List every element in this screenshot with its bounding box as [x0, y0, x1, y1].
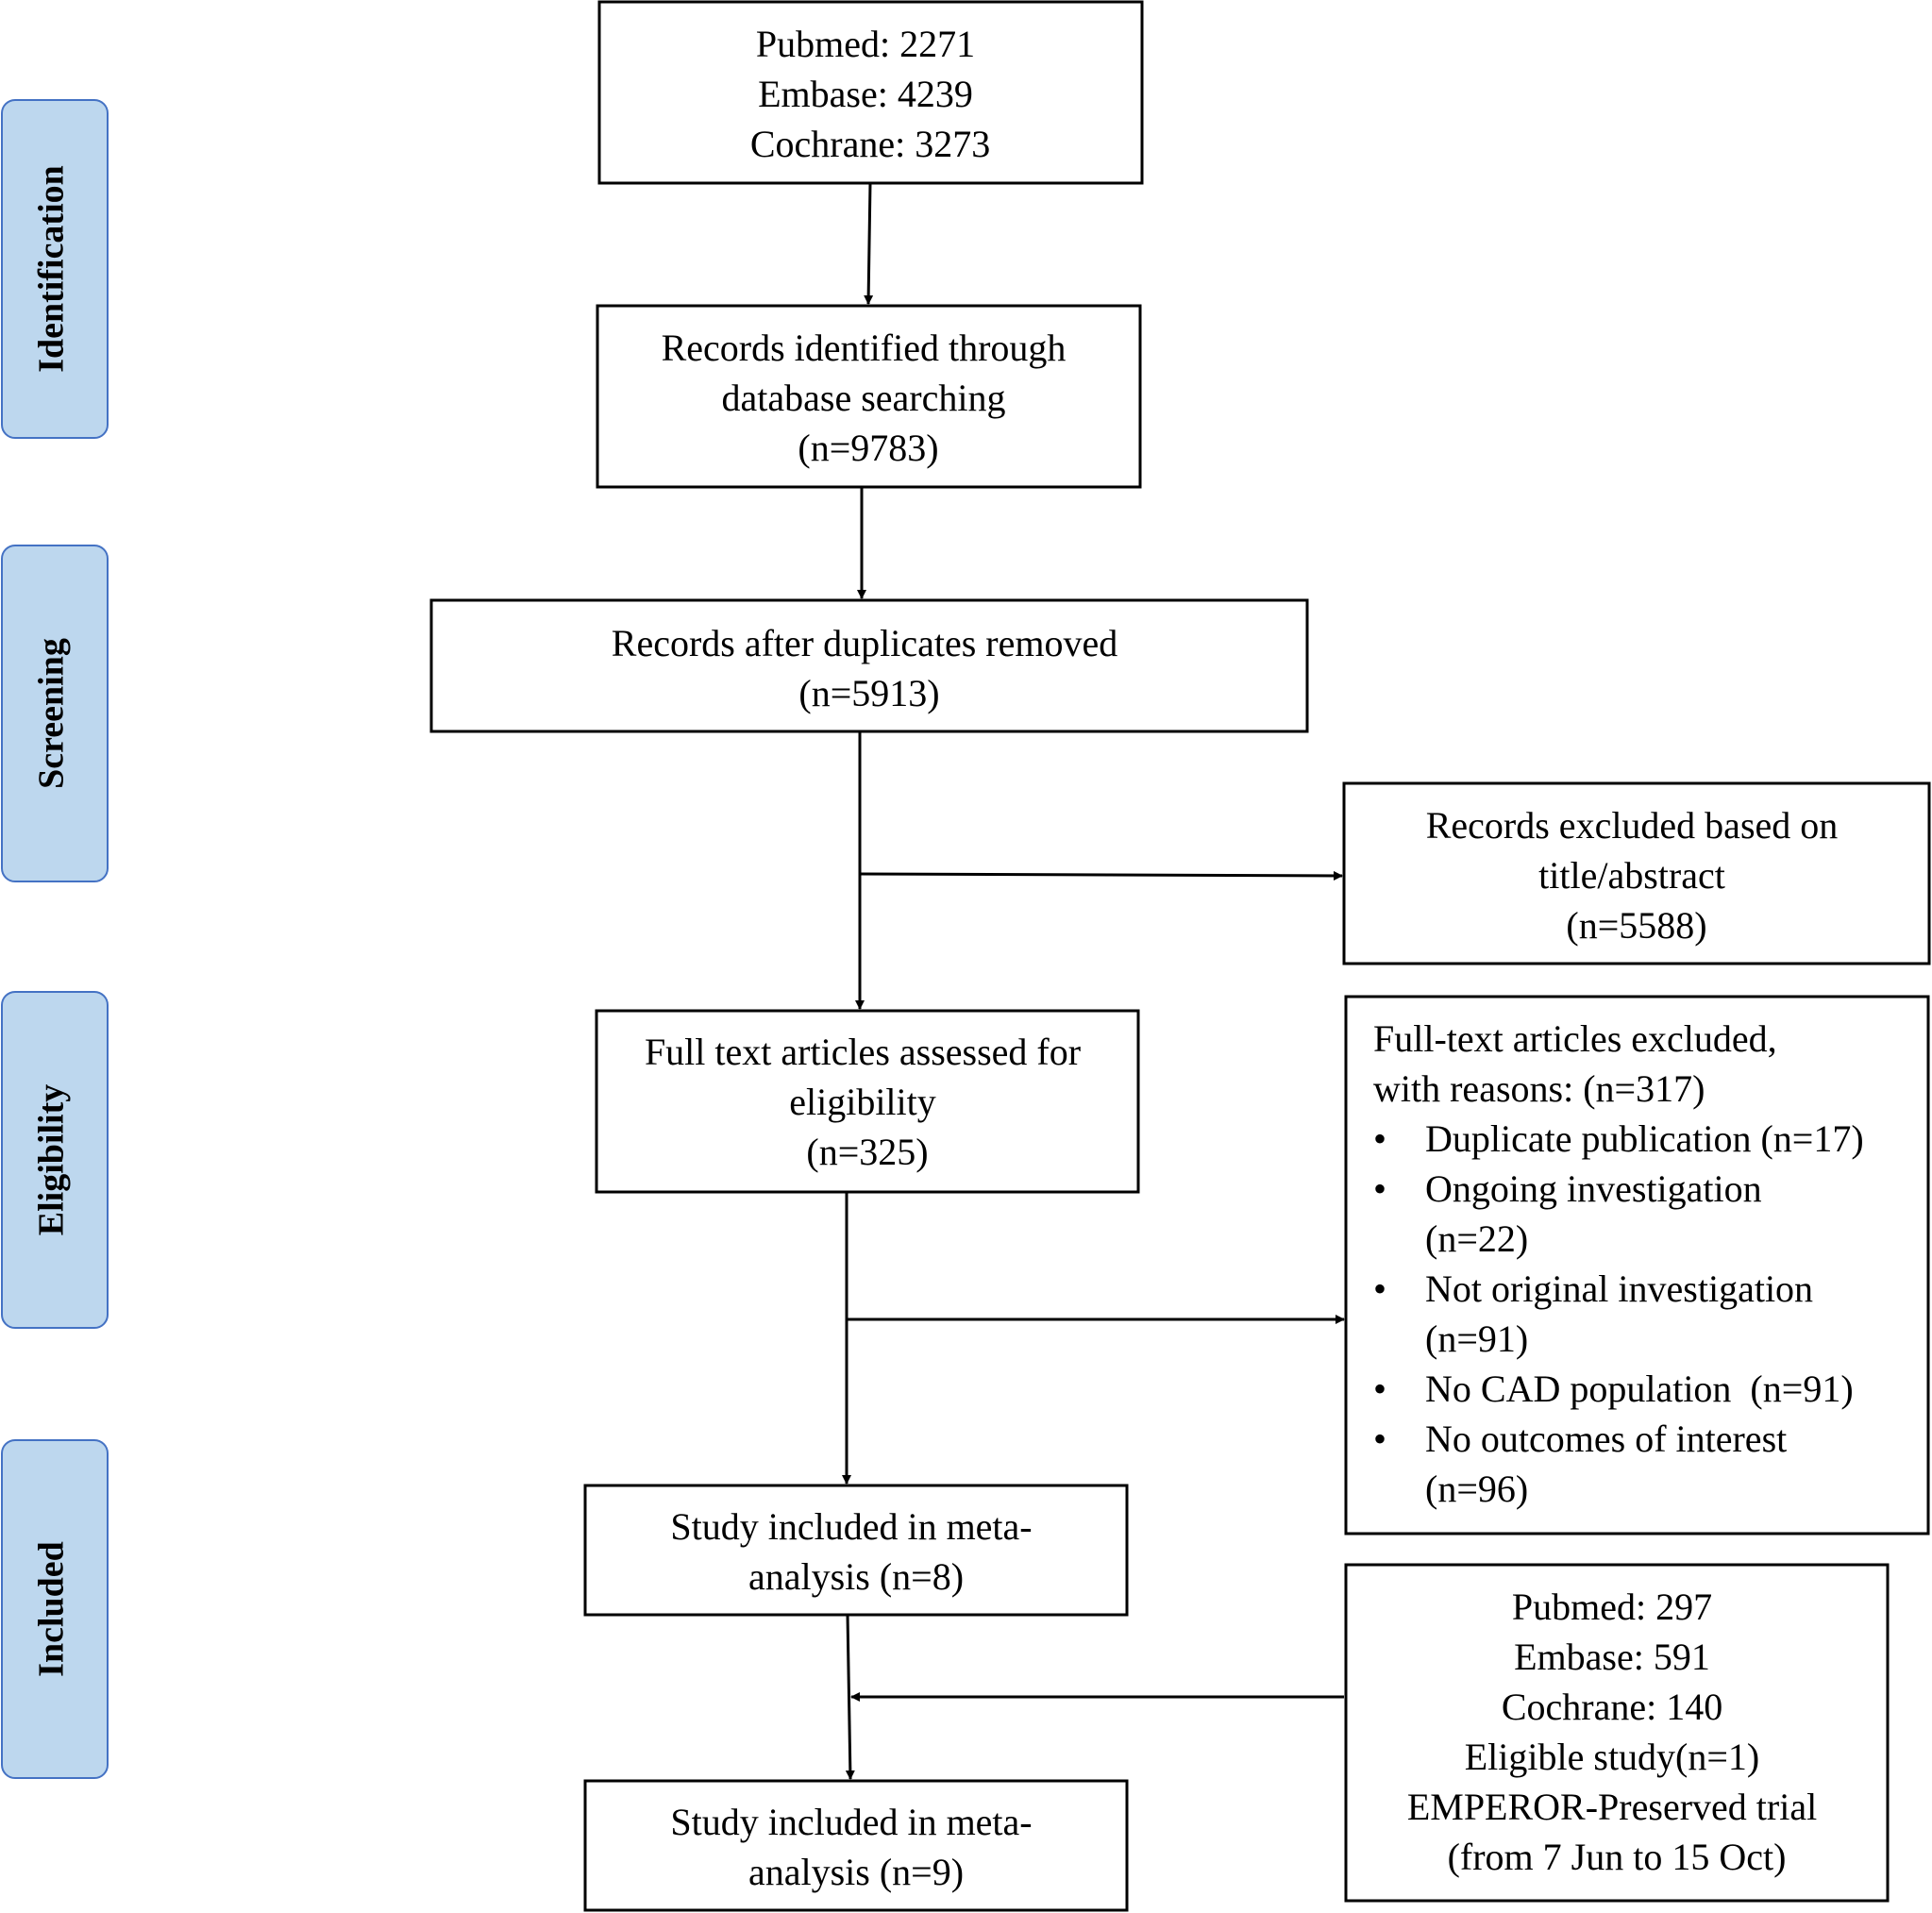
reason-no-cad-population: No CAD population (n=91): [1425, 1368, 1854, 1410]
stage-label-eligibility: Eligibility: [32, 1084, 72, 1235]
stage-identification: Identification: [1, 99, 109, 439]
stage-screening: Screening: [1, 545, 109, 882]
exclusion-reasons-list: • Duplicate publication (n=17) • Ongoing…: [1373, 1117, 1864, 1510]
included-first-text: Study included in meta- analysis (n=8): [670, 1505, 1041, 1598]
update-search-box: [1344, 1563, 1890, 1903]
reason-bullet: •: [1373, 1117, 1386, 1160]
stage-included: Included: [1, 1439, 109, 1779]
reason-bullet: •: [1373, 1418, 1386, 1460]
databases-text: Pubmed: 2271 Embase: 4239 Cochrane: 3273: [750, 23, 990, 165]
stage-eligibility: Eligibility: [1, 991, 109, 1329]
included-final-text: Study included in meta- analysis (n=9): [670, 1801, 1041, 1893]
arrow-databases-to-identified: [864, 182, 874, 305]
stage-label-identification: Identification: [32, 165, 72, 373]
deduplicated-text: Records after duplicates removed (n=5913…: [612, 622, 1127, 714]
excluded-fulltext-box: [1344, 995, 1930, 1535]
fulltext-text: Full text articles assessed for eligibil…: [645, 1031, 1090, 1173]
reason-no-outcomes-of-interest: No outcomes of interest (n=96): [1425, 1418, 1796, 1510]
included-first-box: [583, 1484, 1129, 1617]
identified-text: Records identified through database sear…: [662, 327, 1076, 469]
reason-bullet: •: [1373, 1267, 1386, 1310]
reason-bullet: •: [1373, 1167, 1386, 1210]
fulltext-box: [595, 1009, 1140, 1194]
connectors: [842, 182, 1345, 1780]
arrow-included-to-final: [845, 1614, 855, 1780]
reason-ongoing-investigation: Ongoing investigation (n=22): [1425, 1167, 1772, 1260]
stage-label-included: Included: [32, 1541, 72, 1677]
arrow-to-excluded-title: [859, 870, 1343, 881]
included-final-box: [583, 1779, 1129, 1912]
deduplicated-box: [429, 598, 1309, 733]
reason-duplicate-publication: Duplicate publication (n=17): [1425, 1117, 1864, 1160]
reason-not-original-investigation: Not original investigation (n=91): [1425, 1267, 1823, 1360]
reason-bullet: •: [1373, 1368, 1386, 1410]
databases-box: [597, 0, 1144, 185]
excluded-title-text: Records excluded based on title/abstract…: [1426, 804, 1848, 947]
stage-label-screening: Screening: [32, 638, 72, 789]
identified-box: [596, 304, 1142, 489]
excluded-title-box: [1342, 781, 1931, 965]
update-search-text: Pubmed: 297 Embase: 591 Cochrane: 140 El…: [1407, 1586, 1826, 1878]
excluded-fulltext-header: Full-text articles excluded, with reason…: [1373, 1017, 1787, 1110]
